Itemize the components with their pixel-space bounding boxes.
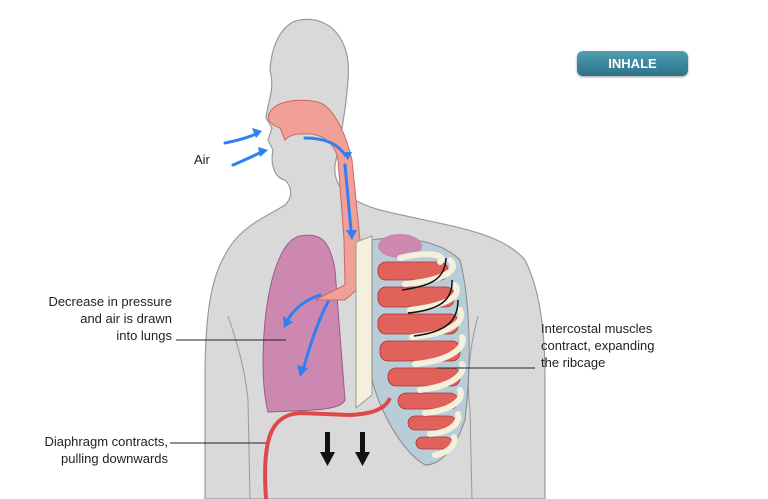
intercostal-label-line: the ribcage: [541, 355, 606, 370]
sternum: [355, 235, 373, 410]
diaphragm-label: Diaphragm contracts, pulling downwards: [44, 433, 168, 467]
air-label: Air: [194, 152, 210, 167]
down-arrows-icon: [320, 432, 370, 466]
leader-lines: [170, 339, 535, 444]
diaphragm-label-line: pulling downwards: [61, 451, 168, 466]
pressure-label: Decrease in pressure and air is drawn in…: [48, 293, 172, 344]
intercostal-label-line: Intercostal muscles: [541, 321, 653, 336]
pressure-label-line: into lungs: [116, 328, 172, 343]
left-arm-outline: [227, 315, 251, 499]
inhale-button[interactable]: INHALE: [577, 51, 688, 76]
pressure-label-line: and air is drawn: [80, 311, 172, 326]
ribcage: [371, 234, 470, 466]
air-flow-arrows: [223, 131, 353, 372]
pressure-label-line: Decrease in pressure: [48, 294, 172, 309]
airway: [267, 99, 363, 301]
diaphragm: [263, 397, 392, 499]
diaphragm-label-line: Diaphragm contracts,: [44, 434, 168, 449]
left-lung: [262, 234, 346, 413]
intercostal-label-line: contract, expanding: [541, 338, 655, 353]
intercostal-label: Intercostal muscles contract, expanding …: [541, 320, 654, 371]
